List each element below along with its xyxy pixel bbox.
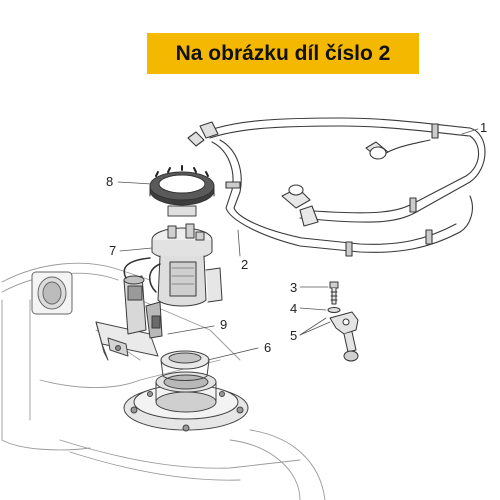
- callout-1: 1: [480, 120, 488, 135]
- callout-9: 9: [220, 317, 228, 332]
- clip-bracket-5: [329, 311, 359, 362]
- callout-2: 2: [241, 257, 249, 272]
- filler-neck-ring: [160, 350, 210, 381]
- bolt-3: [329, 281, 339, 305]
- callout-4: 4: [290, 301, 298, 316]
- fuel-hose-2: [211, 139, 473, 257]
- fuel-pump-assembly: [123, 223, 223, 339]
- fuel-hose-1: [187, 117, 486, 223]
- filler-neck-base: [123, 371, 249, 432]
- callout-8: 8: [106, 174, 114, 189]
- callout-7: 7: [109, 243, 117, 258]
- callout-3: 3: [290, 280, 298, 295]
- leader-lines: [117, 128, 479, 361]
- callout-6: 6: [264, 340, 272, 355]
- side-bracket: [31, 271, 73, 315]
- callout-5: 5: [290, 328, 298, 343]
- banner-text: Na obrázku díl číslo 2: [175, 41, 391, 65]
- lock-ring: [149, 165, 215, 217]
- part-number-banner: Na obrázku díl číslo 2: [147, 33, 419, 74]
- tank-frame: [1, 262, 326, 500]
- washer-4: [327, 307, 341, 313]
